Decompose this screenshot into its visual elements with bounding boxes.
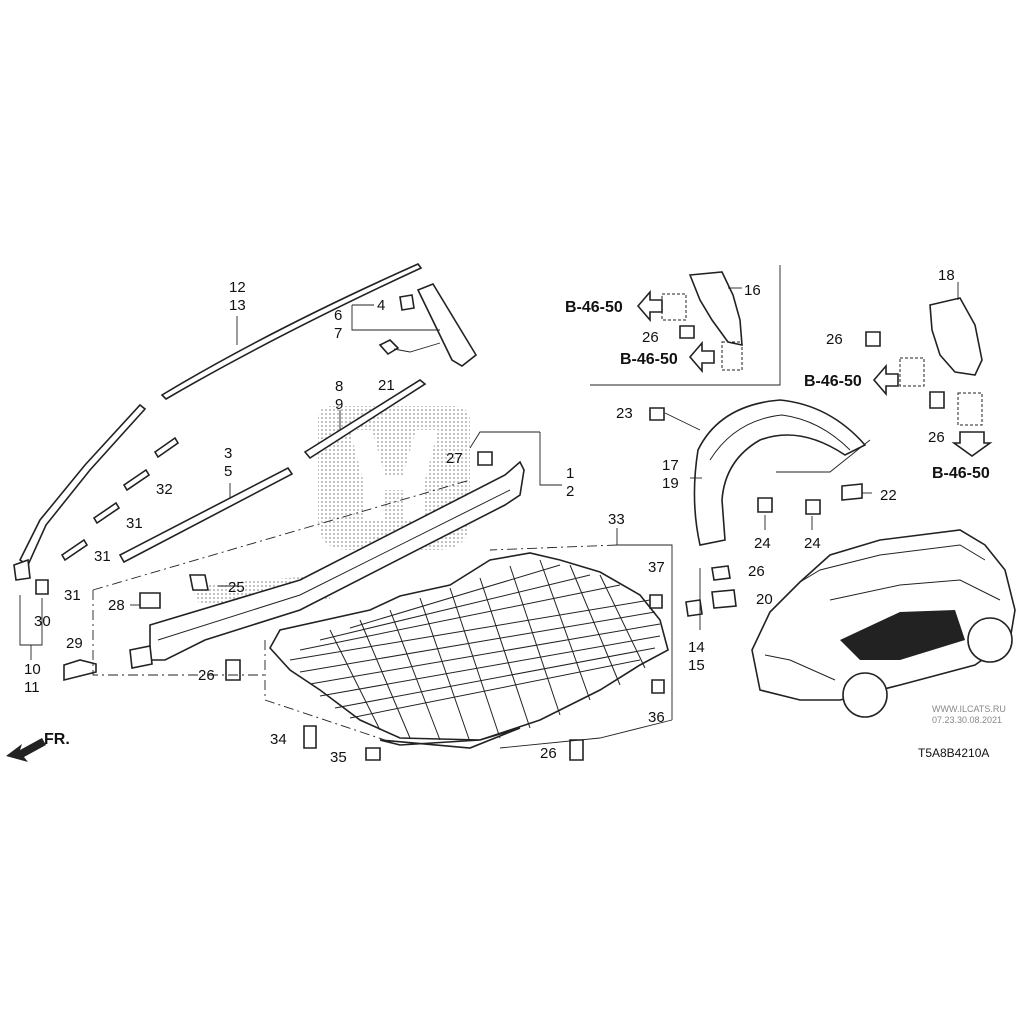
callout-4: 4 [377,297,385,314]
callout-37: 37 [648,559,665,576]
callout-26: 26 [928,429,945,446]
callout-13: 13 [229,297,246,314]
car-thumbnail [751,529,1016,718]
callout-31: 31 [94,548,111,565]
callout-27: 27 [446,450,463,467]
callout-12: 12 [229,279,246,296]
callout-19: 19 [662,475,679,492]
splash-shield-18 [865,297,983,426]
molding-clips [60,436,180,562]
watermark-date: 07.23.30.08.2021 [932,715,1002,725]
callout-2: 2 [566,483,574,500]
callout-24: 24 [804,535,821,552]
callout-3: 3 [224,445,232,462]
callout-8: 8 [335,378,343,395]
watermark-site: WWW.ILCATS.RU [932,704,1006,714]
door-moldings [118,379,427,564]
callout-31: 31 [64,587,81,604]
ref-label: B-46-50 [565,299,623,316]
callout-7: 7 [334,325,342,342]
ref-label: B-46-50 [932,465,990,482]
callout-21: 21 [378,377,395,394]
side-sill-garnish [129,460,525,669]
pillar-garnish [378,283,478,367]
callout-34: 34 [270,731,287,748]
callout-29: 29 [66,635,83,652]
callout-11: 11 [24,679,40,696]
callout-18: 18 [938,267,955,284]
callout-16: 16 [744,282,761,299]
ref-label: B-46-50 [620,351,678,368]
callout-24: 24 [754,535,771,552]
callout-26: 26 [642,329,659,346]
under-cover [269,552,669,749]
callout-25: 25 [228,579,245,596]
roof-molding [13,263,423,581]
callout-26: 26 [826,331,843,348]
callout-14: 14 [688,639,705,656]
callout-1: 1 [566,465,574,482]
callout-26: 26 [748,563,765,580]
front-arrow-label: FR. [44,731,70,748]
callout-36: 36 [648,709,665,726]
cover-fasteners [303,565,737,761]
callout-20: 20 [756,591,773,608]
callout-17: 17 [662,457,679,474]
callout-33: 33 [608,511,625,528]
splash-shield-16 [661,271,743,371]
reference-arrows [636,289,993,457]
inset-frame [590,265,781,386]
callout-23: 23 [616,405,633,422]
callout-31: 31 [126,515,143,532]
callout-28: 28 [108,597,125,614]
fender-liner [649,399,867,546]
callout-9: 9 [335,396,343,413]
callout-35: 35 [330,749,347,766]
ref-label: B-46-50 [804,373,862,390]
front-arrow: FR. [6,731,70,762]
callout-26: 26 [198,667,215,684]
callout-15: 15 [688,657,705,674]
callout-26: 26 [540,745,557,762]
leader-lines [19,282,959,749]
callout-6: 6 [334,307,342,324]
callout-10: 10 [24,661,41,678]
callout-32: 32 [156,481,173,498]
drawing-code: T5A8B4210A [918,746,989,760]
callout-22: 22 [880,487,897,504]
callout-30: 30 [34,613,51,630]
callout-5: 5 [224,463,232,480]
